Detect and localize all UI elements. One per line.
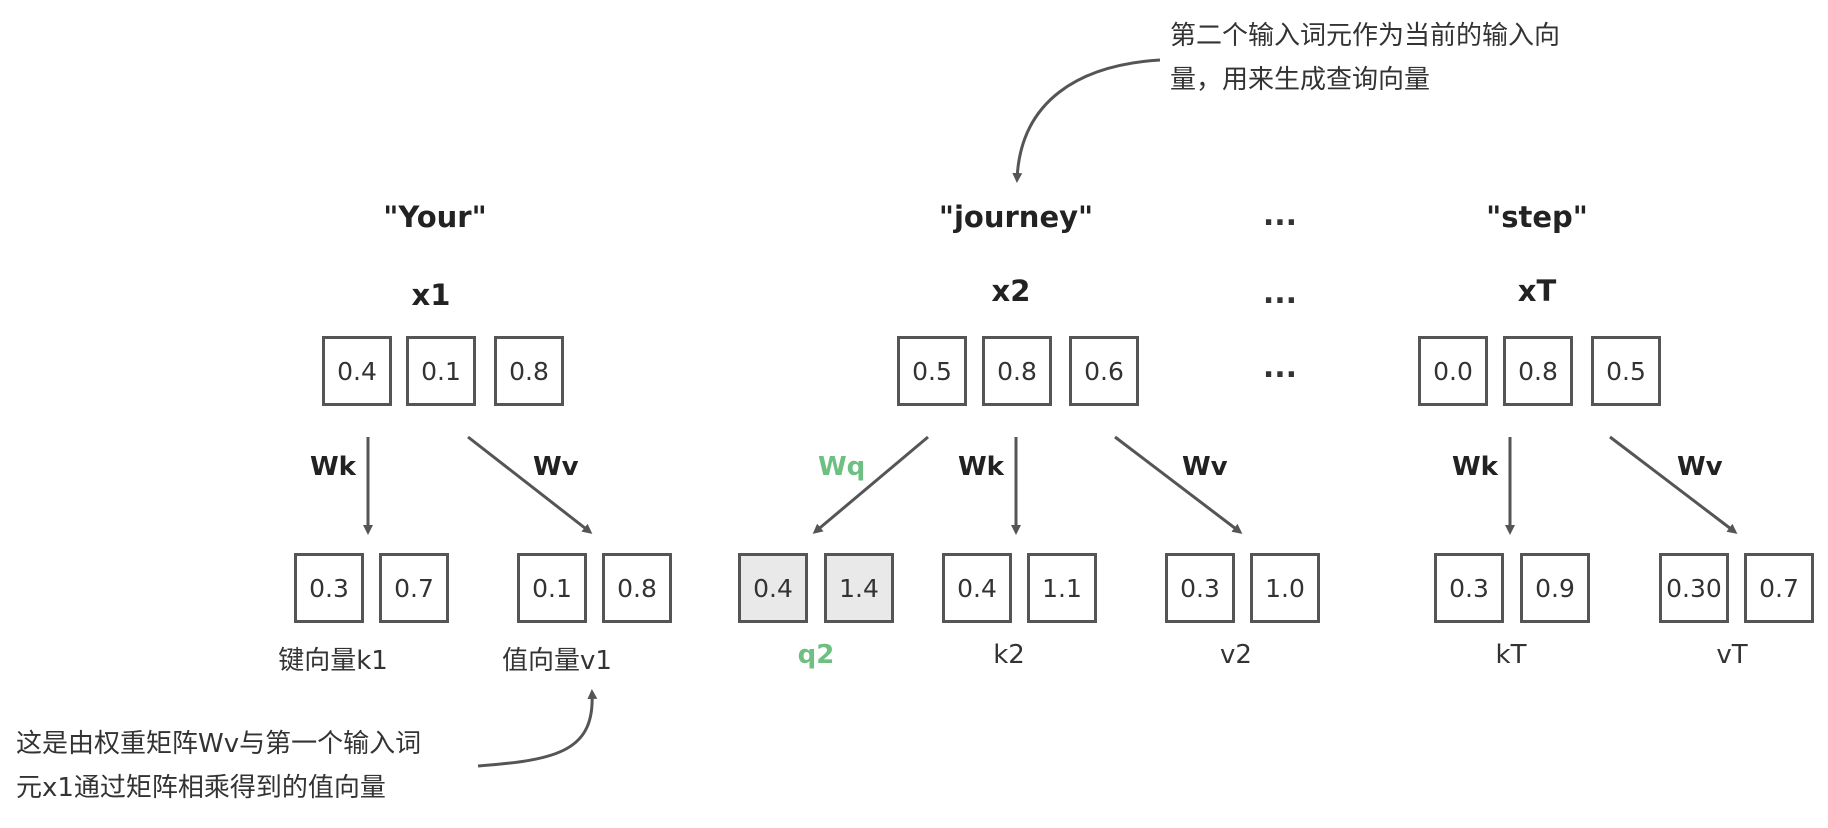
- xT-value-1: 0.8: [1503, 336, 1573, 406]
- k2-value-1: 1.1: [1027, 553, 1097, 623]
- v1-label: 值向量v1: [502, 646, 612, 676]
- v2-value-0: 0.3: [1165, 553, 1235, 623]
- arrow-wv-2: [1114, 435, 1243, 534]
- k1-label: 键向量k1: [278, 646, 388, 676]
- x2-value-1: 0.8: [982, 336, 1052, 406]
- wq-label-2: Wq: [818, 452, 866, 482]
- top-annotation-line-2: 量，用来生成查询向量: [1170, 65, 1431, 95]
- x1-label: x1: [411, 278, 451, 312]
- x2-label: x2: [991, 274, 1031, 308]
- xT-label: xT: [1517, 274, 1557, 308]
- xT-value-0: 0.0: [1418, 336, 1488, 406]
- arrow-wq-2: [812, 435, 929, 534]
- q2-value-0: 0.4: [738, 553, 808, 623]
- ellipsis-token: ...: [1262, 198, 1298, 233]
- wk-label-T: Wk: [1452, 452, 1498, 482]
- v1-value-1: 0.8: [602, 553, 672, 623]
- k2-label: k2: [993, 640, 1025, 670]
- xT-value-2: 0.5: [1591, 336, 1661, 406]
- token-word-step: "step": [1486, 200, 1588, 234]
- q2-value-1: 1.4: [824, 553, 894, 623]
- wk-label-2: Wk: [958, 452, 1004, 482]
- token-word-your: "Your": [383, 200, 487, 234]
- top-annotation: 第二个输入词元作为当前的输入向 量，用来生成查询向量: [1170, 14, 1560, 102]
- arrow-bottom-annotation: [477, 689, 598, 768]
- token-word-journey: "journey": [938, 200, 1094, 234]
- v2-label: v2: [1220, 640, 1252, 670]
- ellipsis-x: ...: [1262, 276, 1298, 311]
- v1-value-0: 0.1: [517, 553, 587, 623]
- bottom-annotation-line-1: 这是由权重矩阵Wv与第一个输入词: [16, 729, 422, 759]
- k1-value-1: 0.7: [379, 553, 449, 623]
- kT-value-0: 0.3: [1434, 553, 1504, 623]
- wk-label-1: Wk: [310, 452, 356, 482]
- v2-value-1: 1.0: [1250, 553, 1320, 623]
- x1-value-0: 0.4: [322, 336, 392, 406]
- kT-label: kT: [1495, 640, 1527, 670]
- top-annotation-line-1: 第二个输入词元作为当前的输入向: [1170, 21, 1561, 51]
- q2-label: q2: [797, 640, 835, 670]
- wv-label-T: Wv: [1677, 452, 1723, 482]
- vT-label: vT: [1716, 640, 1748, 670]
- wv-label-2: Wv: [1182, 452, 1228, 482]
- x1-value-2: 0.8: [494, 336, 564, 406]
- x2-value-0: 0.5: [897, 336, 967, 406]
- ellipsis-input: ...: [1262, 350, 1298, 385]
- bottom-annotation: 这是由权重矩阵Wv与第一个输入词 元x1通过矩阵相乘得到的值向量: [16, 722, 421, 810]
- arrow-wv-T: [1609, 435, 1738, 534]
- bottom-annotation-line-2: 元x1通过矩阵相乘得到的值向量: [16, 773, 386, 803]
- vT-value-1: 0.7: [1744, 553, 1814, 623]
- arrow-wv-1: [467, 435, 593, 534]
- wv-label-1: Wv: [533, 452, 579, 482]
- k2-value-0: 0.4: [942, 553, 1012, 623]
- x1-value-1: 0.1: [406, 336, 476, 406]
- k1-value-0: 0.3: [294, 553, 364, 623]
- arrow-top-annotation: [1012, 58, 1161, 183]
- vT-value-0: 0.30: [1659, 553, 1729, 623]
- x2-value-2: 0.6: [1069, 336, 1139, 406]
- kT-value-1: 0.9: [1520, 553, 1590, 623]
